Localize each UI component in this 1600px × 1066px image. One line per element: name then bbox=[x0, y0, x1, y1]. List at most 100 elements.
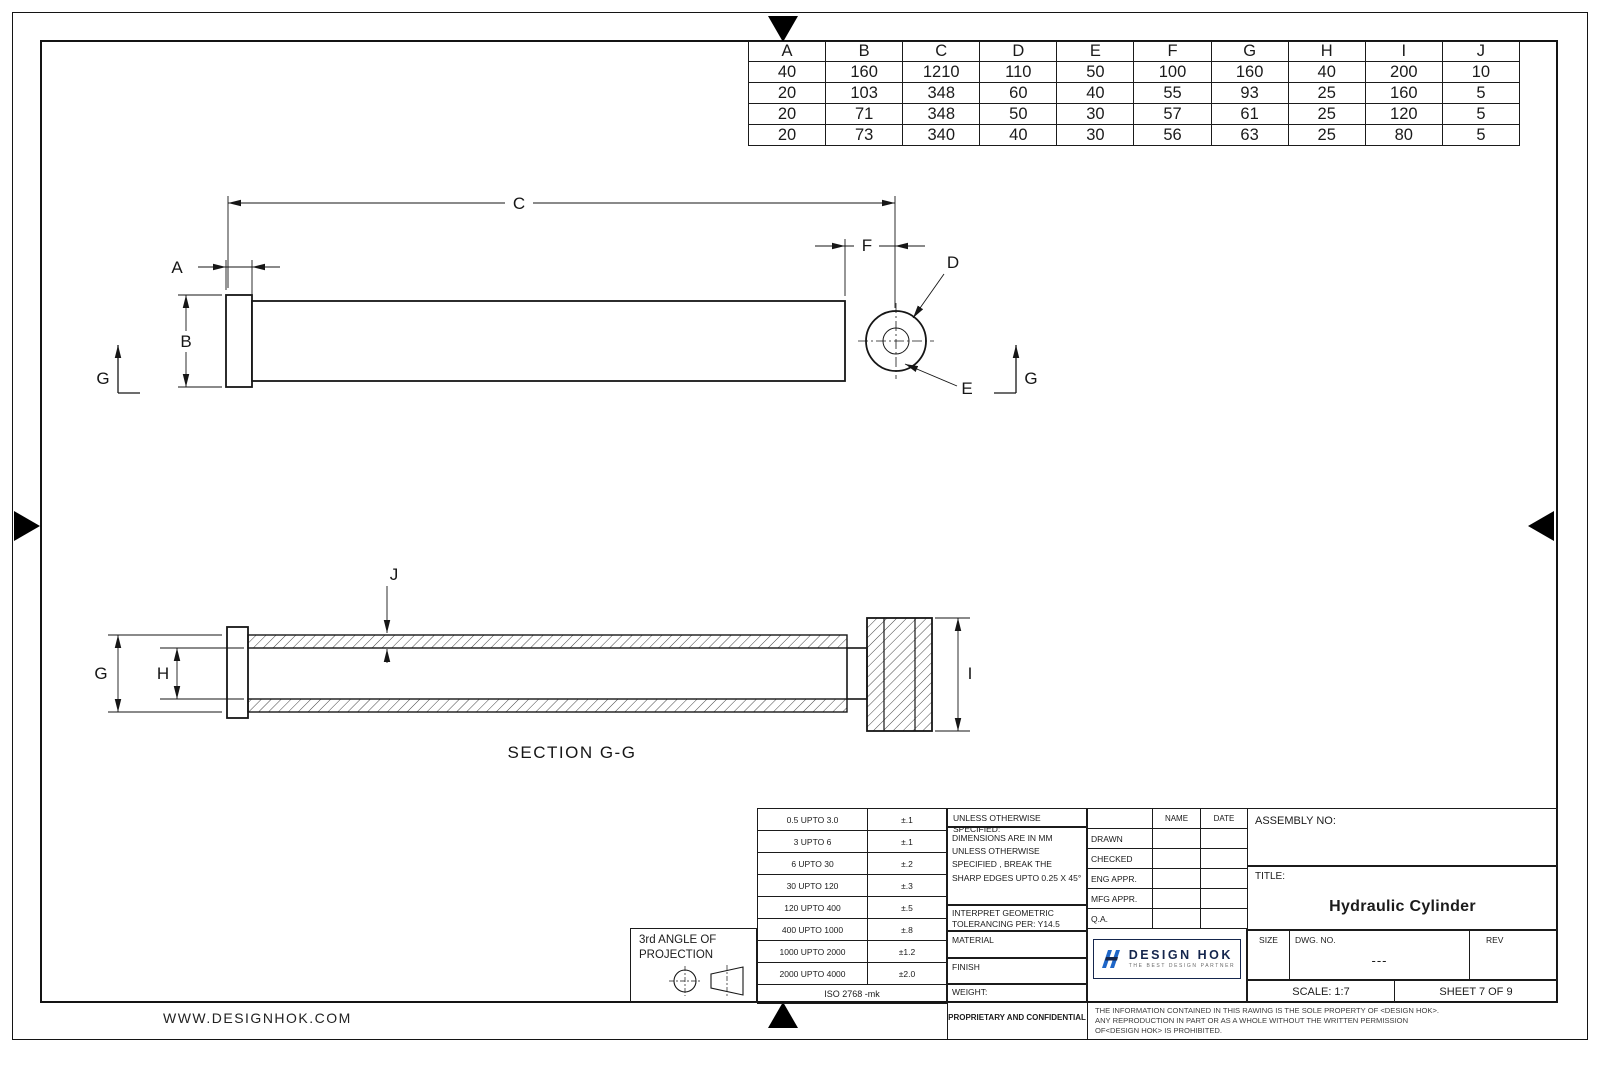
section-gland bbox=[846, 647, 868, 700]
eye-centerlines bbox=[858, 303, 934, 379]
dim-cell: 25 bbox=[1287, 124, 1366, 146]
approvals-row: Q.A. bbox=[1087, 908, 1248, 929]
dim-f bbox=[815, 239, 925, 296]
centering-mark-top-icon bbox=[768, 16, 798, 42]
symbol-cone bbox=[710, 966, 744, 996]
approvals-row: ENG APPR. bbox=[1087, 868, 1248, 889]
dim-cell: 348 bbox=[902, 103, 981, 125]
unless-specified-label: UNLESS OTHERWISE SPECIFIED: bbox=[953, 813, 1041, 834]
dim-label-h: H bbox=[157, 664, 169, 683]
dim-col-header: D bbox=[979, 41, 1058, 62]
cylinder-section-view: J G H I SECTION G-G bbox=[94, 565, 972, 762]
section-arrow-g-right bbox=[994, 345, 1020, 394]
dimension-table: A B C D E F G H I J 40 160 1210 110 50 1… bbox=[747, 41, 1521, 146]
dim-cell: 50 bbox=[979, 103, 1058, 125]
dim-col-header: B bbox=[825, 41, 904, 62]
dim-col-header: H bbox=[1287, 41, 1366, 62]
name-column-header: NAME bbox=[1152, 808, 1201, 829]
approval-name-cell bbox=[1152, 828, 1201, 849]
dim-cell: 55 bbox=[1133, 82, 1212, 104]
dim-label-j: J bbox=[390, 565, 399, 584]
material-cell: MATERIAL bbox=[947, 931, 1087, 958]
dim-cell: 30 bbox=[1056, 103, 1135, 125]
approval-label: DRAWN bbox=[1087, 828, 1153, 849]
dim-cell: 40 bbox=[747, 61, 827, 83]
dim-col-header: C bbox=[902, 41, 981, 62]
dim-label-e: E bbox=[961, 379, 972, 398]
dim-cell: 1210 bbox=[902, 61, 981, 83]
scale-cell: SCALE: 1:7 bbox=[1247, 980, 1395, 1003]
dimensions-note: DIMENSIONS ARE IN MM UNLESS OTHERWISE SP… bbox=[952, 833, 1082, 883]
projection-line2: PROJECTION bbox=[639, 948, 714, 961]
third-angle-symbol-icon bbox=[669, 965, 744, 997]
dim-label-g: G bbox=[94, 664, 107, 683]
rev-label: REV bbox=[1486, 935, 1504, 945]
sheet-value: SHEET 7 OF 9 bbox=[1439, 985, 1513, 998]
footer-separator bbox=[1087, 1003, 1088, 1039]
dim-cell: 5 bbox=[1441, 124, 1521, 146]
tolerance-value: ±2.0 bbox=[867, 962, 947, 985]
dim-cell: 60 bbox=[979, 82, 1058, 104]
section-end-block bbox=[866, 617, 933, 732]
tolerance-range: 2000 UPTO 4000 bbox=[757, 962, 868, 985]
approval-date-cell bbox=[1200, 868, 1248, 889]
dim-table-header-row: A B C D E F G H I J bbox=[747, 41, 1521, 62]
approval-date-cell bbox=[1200, 848, 1248, 869]
dim-cell: 348 bbox=[902, 82, 981, 104]
dim-cell: 100 bbox=[1133, 61, 1212, 83]
size-label: SIZE bbox=[1259, 935, 1278, 945]
dimensions-note-cell: DIMENSIONS ARE IN MM UNLESS OTHERWISE SP… bbox=[947, 827, 1087, 905]
assembly-no-cell: ASSEMBLY NO: bbox=[1247, 808, 1558, 866]
approval-label: CHECKED bbox=[1087, 848, 1153, 869]
dim-cell: 160 bbox=[1210, 61, 1289, 83]
dim-label-b: B bbox=[180, 332, 191, 351]
website-text: WWW.DESIGNHOK.COM bbox=[163, 1010, 352, 1026]
centering-mark-bottom-icon bbox=[768, 1002, 798, 1028]
approval-date-cell bbox=[1200, 908, 1248, 929]
approval-label: ENG APPR. bbox=[1087, 868, 1153, 889]
projection-text: 3rd ANGLE OF PROJECTION bbox=[631, 929, 756, 963]
dwg-no-label: DWG. NO. bbox=[1295, 935, 1336, 945]
approval-name-cell bbox=[1152, 908, 1201, 929]
tolerance-row: 120 UPTO 400±.5 bbox=[757, 896, 947, 919]
dim-cell: 40 bbox=[979, 124, 1058, 146]
dim-cell: 40 bbox=[1287, 61, 1366, 83]
size-cell: SIZE bbox=[1247, 930, 1290, 980]
tolerance-range: 30 UPTO 120 bbox=[757, 874, 868, 897]
backplate bbox=[854, 235, 879, 256]
section-label-g-left: G bbox=[96, 369, 109, 388]
dim-cell: 5 bbox=[1441, 103, 1521, 125]
logo-bar bbox=[1104, 957, 1118, 961]
dim-cell: 20 bbox=[747, 124, 827, 146]
title-label: TITLE: bbox=[1255, 871, 1286, 882]
dim-cell: 57 bbox=[1133, 103, 1212, 125]
tolerance-range: 1000 UPTO 2000 bbox=[757, 940, 868, 963]
proprietary-notice: PROPRIETARY AND CONFIDENTIAL bbox=[948, 1013, 1086, 1022]
dim-cell: 71 bbox=[825, 103, 904, 125]
assembly-no-label: ASSEMBLY NO: bbox=[1255, 815, 1336, 827]
projection-line1: 3rd ANGLE OF bbox=[639, 934, 717, 946]
weight-cell: WEIGHT: bbox=[947, 984, 1087, 1003]
cylinder-barrel bbox=[251, 300, 846, 382]
tolerance-value: ±.8 bbox=[867, 918, 947, 941]
approval-label: MFG APPR. bbox=[1087, 888, 1153, 909]
tolerance-row: 3 UPTO 6±.1 bbox=[757, 830, 947, 853]
approval-name-cell bbox=[1152, 848, 1201, 869]
dim-cell: 30 bbox=[1056, 124, 1135, 146]
backplate bbox=[505, 192, 533, 213]
label-backplates bbox=[174, 192, 879, 352]
designhok-logo: DESIGN HOK THE BEST DESIGN PARTNER bbox=[1093, 939, 1241, 979]
section-title: SECTION G-G bbox=[508, 743, 637, 762]
dim-cell: 5 bbox=[1441, 82, 1521, 104]
logo-text-group: DESIGN HOK THE BEST DESIGN PARTNER bbox=[1129, 949, 1236, 970]
tolerance-row: 400 UPTO 1000±.8 bbox=[757, 918, 947, 941]
approval-name-cell bbox=[1152, 868, 1201, 889]
material-label: MATERIAL bbox=[952, 935, 994, 945]
tolerance-row: 2000 UPTO 4000±2.0 bbox=[757, 962, 947, 985]
drawing-title: Hydraulic Cylinder bbox=[1329, 898, 1476, 915]
tolerance-row: 30 UPTO 120±.3 bbox=[757, 874, 947, 897]
approvals-row: MFG APPR. bbox=[1087, 888, 1248, 909]
dim-label-i: I bbox=[968, 664, 973, 683]
dim-cell: 40 bbox=[1056, 82, 1135, 104]
